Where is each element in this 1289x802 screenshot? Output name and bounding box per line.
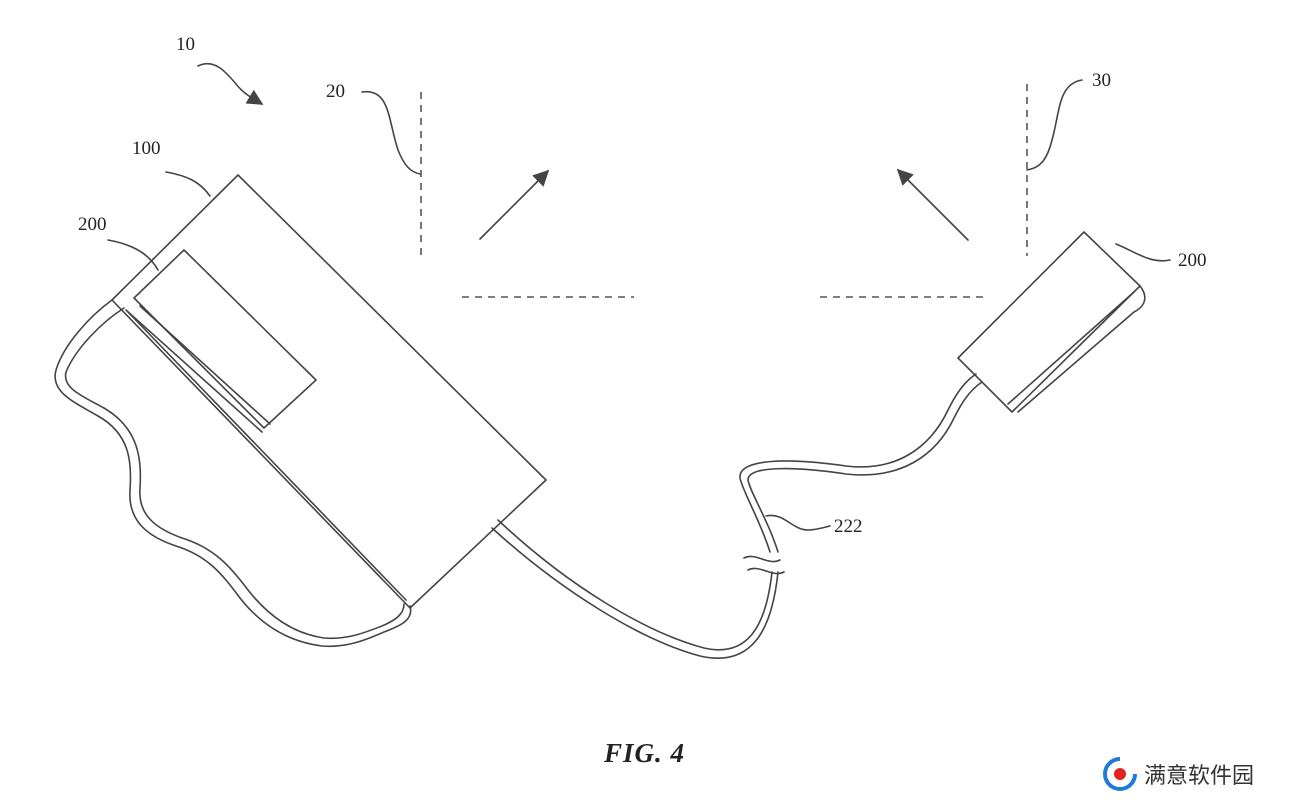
label-plane-first: 20 [326,81,345,102]
sensor-left-body [133,249,317,429]
sensor-right-strip [1007,291,1135,405]
cable-lower-a [491,527,779,659]
device-inner-edge [127,311,407,601]
label-plane-second: 30 [1092,70,1111,91]
arrow-first [479,169,550,240]
leader-device [165,171,211,197]
label-sensor-right: 200 [1178,250,1207,271]
cable-lower-b [497,519,773,651]
cable-break [743,555,785,575]
leader-sensor-left [107,239,159,271]
watermark-logo-ring [1103,757,1137,791]
sensor-left-strip-2 [125,309,263,433]
leader-plane-first [361,91,421,175]
cable-upper-b [747,381,983,553]
arrow-second [896,168,969,241]
watermark-text: 满意软件园 [1144,764,1255,789]
leader-system [197,62,264,105]
leader-cable [765,514,831,531]
label-cable: 222 [834,516,863,537]
leader-plane-second [1026,79,1083,171]
label-system: 10 [176,34,195,55]
label-sensor-left: 200 [78,214,107,235]
sensor-right-body [957,231,1141,413]
label-device: 100 [132,138,161,159]
watermark-logo-icon [1103,757,1137,791]
watermark: 满意软件园 [1102,756,1254,792]
watermark-logo-dot [1114,768,1126,780]
cable-upper-a [739,373,977,553]
sensor-left-strip [139,305,271,425]
sensor-right-cap [1017,285,1146,413]
strap-outline-inner [64,307,405,640]
device-body [111,174,547,609]
leader-sensor-right [1115,243,1171,262]
strap-outline-outer [54,299,412,648]
figure-caption: FIG. 4 [603,738,685,768]
